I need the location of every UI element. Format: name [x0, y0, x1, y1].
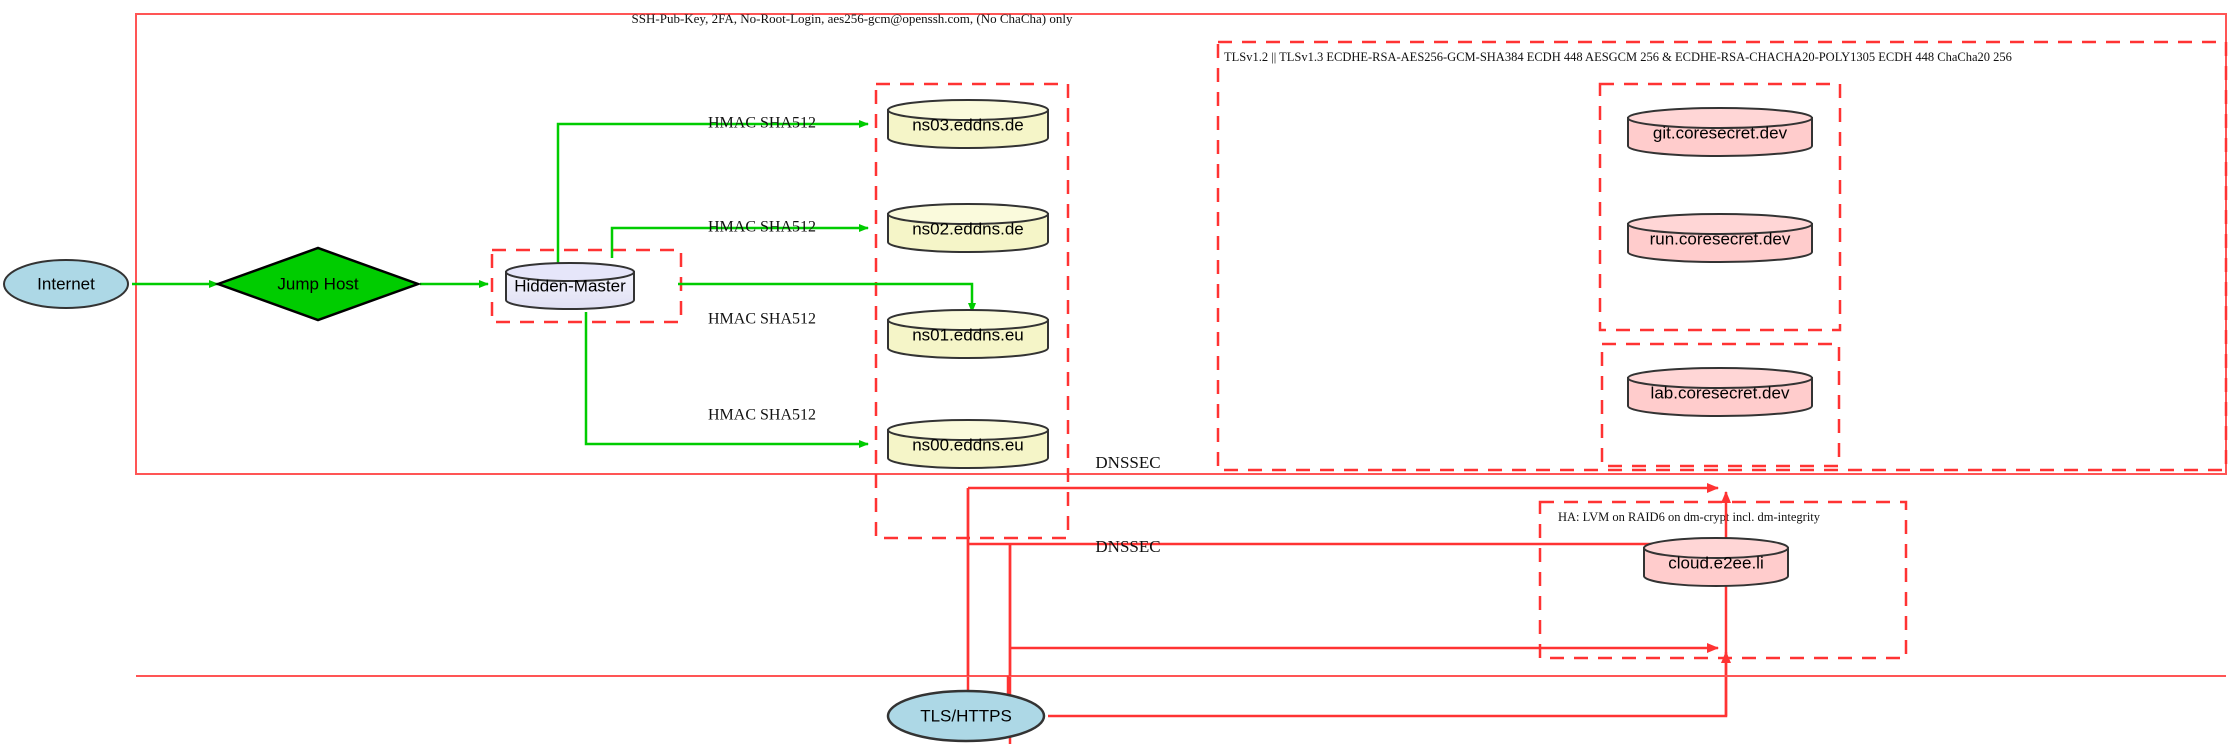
edge-hm-ns03: [556, 120, 869, 264]
tls-cluster-box: [1216, 40, 2228, 472]
node-jump-host[interactable]: Jump Host: [214, 246, 422, 322]
svg-text:Jump Host: Jump Host: [277, 274, 359, 293]
node-ns03[interactable]: ns03.eddns.de: [887, 99, 1049, 149]
node-cloud-e2ee[interactable]: cloud.e2ee.li: [1643, 537, 1789, 587]
node-hidden-master[interactable]: Hidden-Master: [505, 262, 635, 310]
lab-cluster-box: [1600, 342, 1841, 468]
edge-label-dnssec-top: DNSSEC: [1095, 453, 1160, 472]
coresecret-cluster-box: [1598, 82, 1842, 332]
edge-label-hmac-ns00: HMAC SHA512: [708, 407, 816, 424]
node-tls-https[interactable]: TLS/HTTPS: [886, 689, 1046, 743]
edge-hm-ns01: [678, 282, 976, 313]
svg-text:git.coresecret.dev: git.coresecret.dev: [1653, 123, 1788, 142]
svg-text:ns01.eddns.eu: ns01.eddns.eu: [912, 325, 1024, 344]
svg-text:run.coresecret.dev: run.coresecret.dev: [1650, 229, 1791, 248]
svg-text:ns03.eddns.de: ns03.eddns.de: [912, 115, 1024, 134]
node-lab-coresecret[interactable]: lab.coresecret.dev: [1627, 367, 1813, 417]
outer-cluster-label: SSH-Pub-Key, 2FA, No-Root-Login, aes256-…: [632, 11, 1073, 26]
dns-cluster-box: [874, 82, 1070, 540]
edge-tls-https-right: [1048, 491, 1731, 718]
edge-label-hmac-ns03: HMAC SHA512: [708, 115, 816, 132]
svg-text:cloud.e2ee.li: cloud.e2ee.li: [1668, 553, 1763, 572]
edge-label-dnssec-bottom: DNSSEC: [1095, 537, 1160, 556]
node-ns02[interactable]: ns02.eddns.de: [887, 203, 1049, 253]
edge-label-hmac-ns01: HMAC SHA512: [708, 311, 816, 328]
tls-cluster-label: TLSv1.2 || TLSv1.3 ECDHE-RSA-AES256-GCM-…: [1224, 50, 2012, 64]
svg-text:TLS/HTTPS: TLS/HTTPS: [920, 706, 1012, 725]
outer-cluster-box: [135, 13, 2227, 475]
node-ns01[interactable]: ns01.eddns.eu: [887, 309, 1049, 359]
edge-label-hmac-ns02: HMAC SHA512: [708, 219, 816, 236]
hidden-master-cluster-box: [490, 248, 683, 324]
ha-cluster-label: HA: LVM on RAID6 on dm-crypt incl. dm-in…: [1558, 510, 1821, 524]
svg-text:Hidden-Master: Hidden-Master: [514, 276, 626, 295]
svg-text:Internet: Internet: [37, 274, 95, 293]
svg-text:lab.coresecret.dev: lab.coresecret.dev: [1651, 383, 1790, 402]
node-internet[interactable]: Internet: [3, 259, 129, 309]
node-git-coresecret[interactable]: git.coresecret.dev: [1627, 107, 1813, 157]
svg-text:ns00.eddns.eu: ns00.eddns.eu: [912, 435, 1024, 454]
node-run-coresecret[interactable]: run.coresecret.dev: [1627, 213, 1813, 263]
edge-hm-ns00: [584, 312, 869, 448]
node-ns00[interactable]: ns00.eddns.eu: [887, 419, 1049, 469]
svg-text:ns02.eddns.de: ns02.eddns.de: [912, 219, 1024, 238]
edge-hm-ns02-line: [610, 224, 869, 258]
